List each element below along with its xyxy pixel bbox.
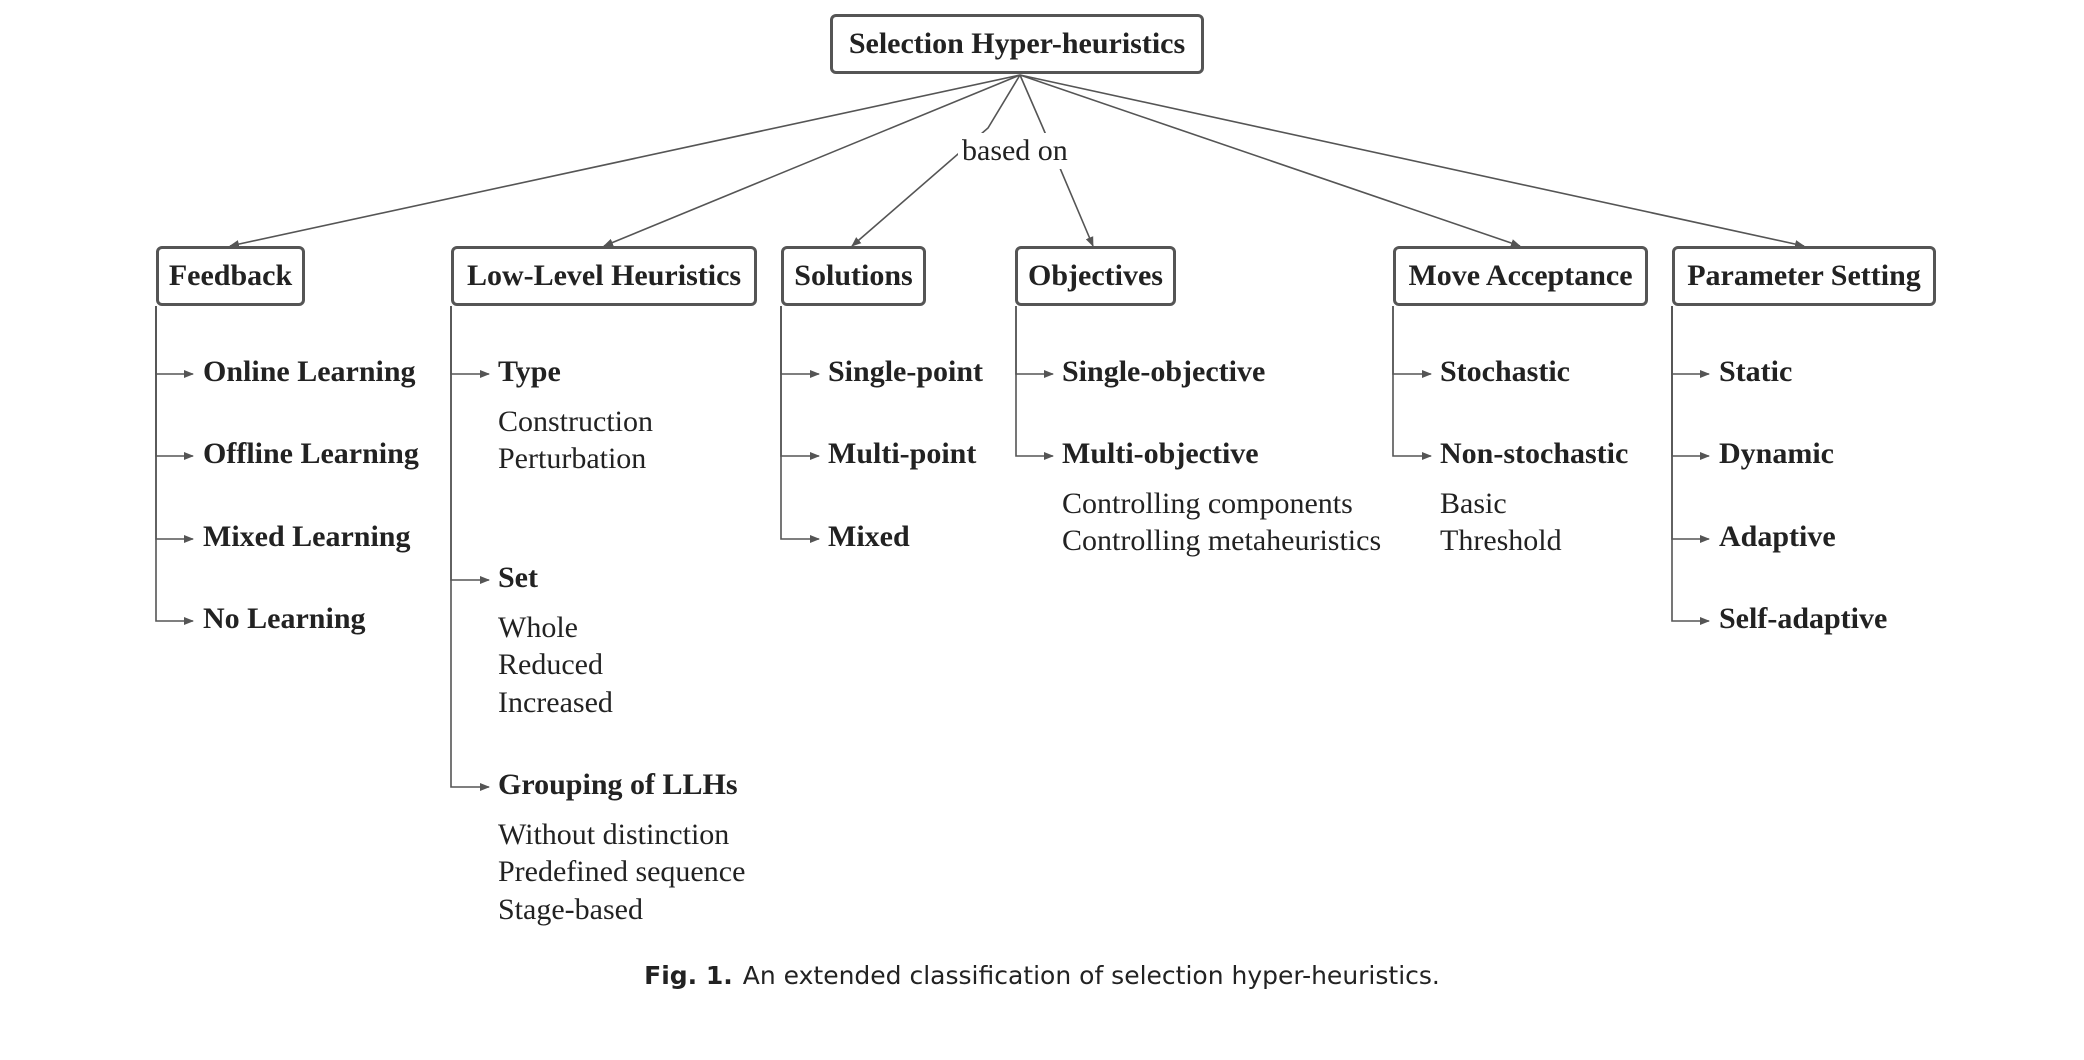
edge-root-objectives — [1019, 74, 1094, 247]
edge-solutions-multi — [780, 306, 820, 460]
figure-caption-text: An extended classification of selection … — [742, 961, 1440, 990]
parameter-setting-item: Static — [1719, 355, 1793, 388]
category-low-level-heuristics: Low-Level Heuristics — [451, 246, 757, 306]
llh-group-grouping: Grouping of LLHs — [498, 768, 738, 801]
move-acceptance-subitem: Basic — [1440, 487, 1507, 520]
edge-param-adaptive — [1671, 306, 1710, 543]
figure-caption-label: Fig. 1. — [644, 961, 733, 990]
root-node: Selection Hyper-heuristics — [830, 14, 1204, 74]
category-objectives: Objectives — [1015, 246, 1176, 306]
parameter-setting-item: Self-adaptive — [1719, 602, 1888, 635]
edge-move-stochastic — [1392, 306, 1432, 378]
parameter-setting-item: Adaptive — [1719, 520, 1836, 553]
move-acceptance-group: Stochastic — [1440, 355, 1570, 388]
category-parameter-setting: Parameter Setting — [1672, 246, 1936, 306]
edge-root-feedback — [229, 74, 1021, 249]
edge-param-dynamic — [1671, 306, 1710, 460]
feedback-item: Online Learning — [203, 355, 416, 388]
root-node-label: Selection Hyper-heuristics — [848, 27, 1186, 60]
objectives-subitem: Controlling metaheuristics — [1062, 524, 1382, 557]
objectives-group: Multi-objective — [1062, 437, 1259, 470]
edge-param-static — [1671, 306, 1710, 378]
edge-root-parameter-setting — [1019, 74, 1805, 248]
category-solutions: Solutions — [781, 246, 926, 306]
category-feedback: Feedback — [156, 246, 305, 306]
llh-group-set: Set — [498, 561, 538, 594]
move-acceptance-subitem: Threshold — [1440, 524, 1562, 557]
edge-move-nonstochastic — [1392, 306, 1432, 460]
objectives-group: Single-objective — [1062, 355, 1266, 388]
category-move-acceptance: Move Acceptance — [1393, 246, 1648, 306]
feedback-item: Offline Learning — [203, 437, 419, 470]
edge-root-move-acceptance — [1019, 74, 1521, 247]
llh-group-type: Type — [498, 355, 561, 388]
edge-param-self-adaptive — [1671, 306, 1710, 625]
llh-subitem: Whole — [498, 611, 578, 644]
category-label: Objectives — [1028, 259, 1163, 292]
edge-root-solutions — [851, 74, 1021, 247]
parameter-setting-item: Dynamic — [1719, 437, 1834, 470]
solutions-item: Single-point — [828, 355, 984, 388]
llh-subitem: Reduced — [498, 648, 603, 681]
llh-subitem: Without distinction — [498, 818, 730, 851]
llh-subitem: Perturbation — [498, 442, 647, 475]
llh-subitem: Predefined sequence — [498, 855, 746, 888]
llh-subitem: Construction — [498, 405, 653, 438]
edge-root-llh — [603, 74, 1021, 247]
solutions-item: Mixed — [828, 520, 910, 553]
edge-label-based-on: based on — [958, 133, 1072, 169]
edge-feedback-none — [155, 306, 194, 625]
edge-feedback-mixed — [155, 306, 194, 543]
category-label: Solutions — [794, 259, 913, 292]
edge-objectives-single — [1015, 306, 1054, 378]
edge-llh-type — [450, 306, 490, 378]
edge-feedback-online — [155, 306, 194, 378]
llh-subitem: Stage-based — [498, 893, 643, 926]
figure-caption: Fig. 1. An extended classification of sel… — [0, 958, 2084, 994]
edge-llh-set — [450, 306, 490, 584]
category-label: Parameter Setting — [1687, 259, 1921, 292]
edge-feedback-offline — [155, 306, 194, 460]
category-label: Low-Level Heuristics — [466, 259, 742, 292]
edge-llh-grouping — [450, 306, 490, 791]
category-label: Feedback — [168, 259, 293, 292]
feedback-item: Mixed Learning — [203, 520, 411, 553]
move-acceptance-group: Non-stochastic — [1440, 437, 1629, 470]
objectives-subitem: Controlling components — [1062, 487, 1353, 520]
solutions-item: Multi-point — [828, 437, 977, 470]
category-label: Move Acceptance — [1408, 259, 1633, 292]
feedback-item: No Learning — [203, 602, 366, 635]
llh-subitem: Increased — [498, 686, 613, 719]
edge-solutions-mixed — [780, 306, 820, 543]
edge-solutions-single — [780, 306, 820, 378]
edge-objectives-multi — [1015, 306, 1054, 460]
